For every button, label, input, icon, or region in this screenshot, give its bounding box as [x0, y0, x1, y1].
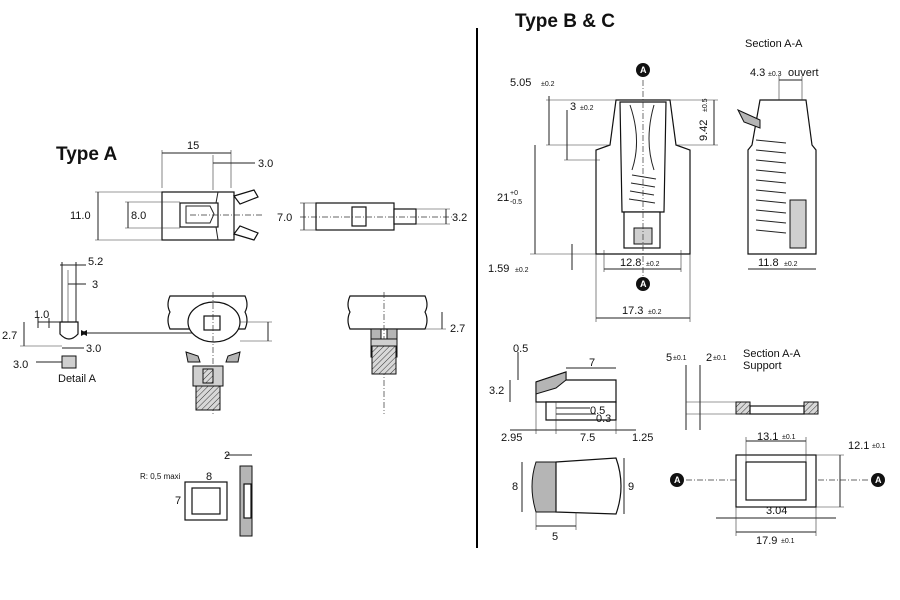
tol-11-8: ±0.2: [784, 261, 798, 268]
dim-21: 21: [497, 192, 509, 204]
dim-3-0: 3.0: [258, 158, 273, 170]
panel-assembly-center: [167, 292, 272, 414]
low-dim-0-5: 0.5: [513, 343, 528, 355]
tol-3-top: ±0.2: [580, 105, 594, 112]
dim-3-2: 3.2: [452, 212, 467, 224]
detail-a-label: Detail A: [58, 373, 97, 385]
detail-dim-5-2: 5.2: [88, 256, 103, 268]
tol-12-1: ±0.1: [872, 443, 886, 450]
dim-13-1: 13.1: [757, 431, 778, 443]
tol-13-1: ±0.1: [782, 434, 796, 441]
sup-dim-5: 5: [666, 352, 672, 364]
dim-12-1: 12.1: [848, 440, 869, 452]
dim-12-8: 12.8: [620, 257, 641, 269]
radius-label: R: 0,5 maxi: [140, 472, 181, 481]
tol-4-3: ±0.3: [768, 71, 782, 78]
detail-dim-2-7: 2.7: [2, 330, 17, 342]
low-dim-7-5: 7.5: [580, 432, 595, 444]
ouvert-label: ouvert: [788, 67, 819, 79]
support-top-view: A A 13.1 ±0.1 12.1 ±0.1 3.04 17.9 ±0.1: [670, 431, 886, 547]
tol-21-dn: -0.5: [510, 199, 522, 206]
marker-a-right: A: [875, 475, 882, 485]
cap-dim-8: 8: [512, 481, 518, 493]
section-dim-7: 7: [175, 495, 181, 507]
type-a-title: Type A: [56, 144, 118, 165]
sup-dim-2: 2: [706, 352, 712, 364]
marker-a-bottom: A: [640, 279, 647, 289]
sup-tol-2: ±0.1: [713, 355, 727, 362]
dim-17-9: 17.9: [756, 535, 777, 547]
dim-4-3: 4.3: [750, 67, 765, 79]
detail-dim-3: 3: [92, 279, 98, 291]
detail-a: 5.2 3 1.0 2.7 3.0 3.0 Detail A: [2, 256, 205, 385]
support-section: Section A-A Support 5 ±0.1 2 ±0.1: [666, 348, 819, 430]
marker-a-top: A: [640, 65, 647, 75]
low-dim-1-25: 1.25: [632, 432, 653, 444]
dim-5-05: 5.05: [510, 77, 531, 89]
dim-7-0: 7.0: [277, 212, 292, 224]
panel-dim-2-7: 2.7: [450, 323, 465, 335]
tol-1-59: ±0.2: [515, 267, 529, 274]
dim-1-59: 1.59: [488, 263, 509, 275]
tol-9-42: ±0.5: [702, 98, 709, 112]
dim-3-04: 3.04: [766, 505, 787, 517]
panel-assembly-right: 2.7: [347, 292, 465, 414]
tol-17-9: ±0.1: [781, 538, 795, 545]
cap-dim-5: 5: [552, 531, 558, 543]
section-aa-title: Section A-A: [745, 38, 803, 50]
detail-dim-1-0: 1.0: [34, 309, 49, 321]
detail-dim-3-0b: 3.0: [13, 359, 28, 371]
type-bc-front-view: A A 5.05 ±0.2 3 ±0.2 9.42 ±0.5 21 +0 -0.…: [488, 63, 718, 322]
cap-view: 8 9 5: [512, 457, 634, 543]
dim-9-42: 9.42: [698, 120, 710, 141]
type-a-side-view: 7.0 3.2: [277, 202, 467, 231]
tol-5-05: ±0.2: [541, 81, 555, 88]
tol-17-3: ±0.2: [648, 309, 662, 316]
detail-dim-3-0a: 3.0: [86, 343, 101, 355]
type-bc-section-aa: 4.3 ±0.3 ouvert 11.8 ±0.2: [736, 67, 819, 270]
low-dim-2-95: 2.95: [501, 432, 522, 444]
dim-17-3: 17.3: [622, 305, 643, 317]
low-dim-0-3: 0.3: [596, 413, 611, 425]
cap-dim-9: 9: [628, 481, 634, 493]
dim-8-0: 8.0: [131, 210, 146, 222]
section-dim-8: 8: [206, 471, 212, 483]
section-dim-2: 2: [224, 450, 230, 462]
dim-3-top: 3: [570, 101, 576, 113]
dim-15: 15: [187, 140, 199, 152]
type-a-section: R: 0,5 maxi 8 7 2: [140, 450, 253, 537]
profile-side-view: 0.5 7 3.2 0.5 0.3 2.95 7.5 1.25: [489, 343, 653, 444]
type-bc-title: Type B & C: [515, 11, 615, 32]
support-section-title: Section A-A: [743, 348, 801, 360]
dim-11-0: 11.0: [70, 210, 91, 222]
tol-12-8: ±0.2: [646, 261, 660, 268]
dim-11-8: 11.8: [758, 257, 779, 269]
low-dim-3-2: 3.2: [489, 385, 504, 397]
type-a-top-view: 15 3.0 11.0 8.0: [70, 140, 273, 241]
sup-tol-5: ±0.1: [673, 355, 687, 362]
marker-a-left: A: [674, 475, 681, 485]
support-label: Support: [743, 360, 782, 372]
tol-21-up: +0: [510, 190, 518, 197]
low-dim-7: 7: [589, 357, 595, 369]
